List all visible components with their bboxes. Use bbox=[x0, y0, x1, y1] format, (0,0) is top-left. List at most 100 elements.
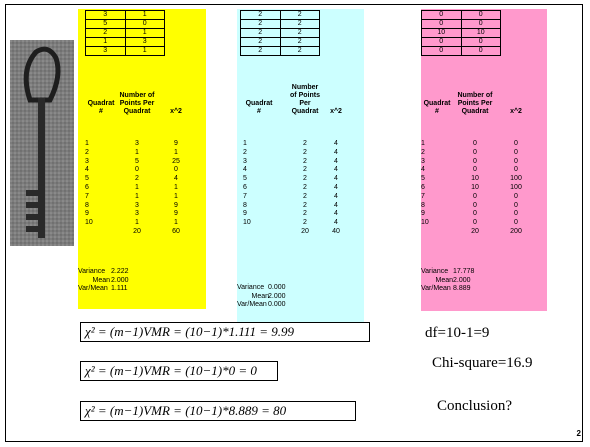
header-quadrat: Quadrat # bbox=[245, 100, 273, 115]
x2-value: 4 bbox=[334, 201, 338, 209]
grid-cell: 2 bbox=[240, 46, 281, 56]
quadrat-number: 1 bbox=[243, 140, 247, 147]
grid-cell: 0 bbox=[460, 10, 501, 20]
quadrat-number: 10 bbox=[85, 219, 93, 227]
grid-cell: 2 bbox=[279, 37, 320, 47]
x2-value: 0 bbox=[514, 210, 518, 218]
quadrat-number: 7 bbox=[85, 192, 89, 200]
x2-value: 1 bbox=[174, 219, 178, 227]
grid-cell: 0 bbox=[421, 37, 462, 47]
points-value: 0 bbox=[473, 210, 477, 218]
quadrat-number: 1 bbox=[85, 140, 89, 147]
x2-value: 0 bbox=[514, 201, 518, 209]
grid-cell: 10 bbox=[421, 28, 462, 38]
points-value: 0 bbox=[473, 148, 477, 156]
panel-pink bbox=[421, 9, 547, 311]
quadrat-number: 5 bbox=[421, 175, 425, 183]
quadrat-number: 2 bbox=[243, 148, 247, 156]
points-value: 2 bbox=[303, 157, 307, 165]
x2-value: 9 bbox=[174, 210, 178, 218]
points-value: 2 bbox=[303, 192, 307, 200]
x2-value: 4 bbox=[334, 192, 338, 200]
points-value: 1 bbox=[135, 219, 139, 227]
formula-cyan: χ² = (m−1)VMR = (10−1)*0 = 0 bbox=[80, 361, 278, 381]
points-value: 0 bbox=[473, 166, 477, 174]
header-x2: x^2 bbox=[330, 108, 342, 115]
grid-cell: 2 bbox=[279, 28, 320, 38]
grid-cell: 5 bbox=[85, 19, 126, 29]
header-points: Number of Points Per Quadrat bbox=[457, 92, 493, 115]
header-quadrat: Quadrat # bbox=[87, 100, 115, 115]
points-value: 2 bbox=[303, 148, 307, 156]
header-quadrat: Quadrat # bbox=[423, 100, 451, 115]
quadrat-number: 5 bbox=[243, 175, 247, 183]
quadrat-number: 9 bbox=[421, 210, 425, 218]
formula-pink: χ² = (m−1)VMR = (10−1)*8.889 = 80 bbox=[80, 401, 356, 421]
quadrat-number: 10 bbox=[243, 219, 251, 227]
x2-value: 0 bbox=[514, 140, 518, 147]
x2-value: 4 bbox=[334, 157, 338, 165]
points-value: 1 bbox=[135, 184, 139, 191]
x2-value: 0 bbox=[514, 157, 518, 165]
stat-label: Var/Mean bbox=[421, 285, 451, 292]
x2-value: 0 bbox=[174, 166, 178, 174]
x2-value: 4 bbox=[334, 140, 338, 147]
stat-value: 8.889 bbox=[453, 285, 471, 292]
header-points: Number of Points Per Quadrat bbox=[290, 84, 320, 115]
points-value: 0 bbox=[473, 140, 477, 147]
grid-cell: 0 bbox=[460, 37, 501, 47]
quadrat-number: 4 bbox=[243, 166, 247, 174]
stat-label: Var/Mean bbox=[78, 285, 108, 292]
conclusion-note: Conclusion? bbox=[437, 398, 512, 414]
quadrat-number: 6 bbox=[421, 184, 425, 191]
quadrat-number: 2 bbox=[421, 148, 425, 156]
points-value: 0 bbox=[473, 192, 477, 200]
quadrat-number: 8 bbox=[421, 201, 425, 209]
grid-cell: 1 bbox=[85, 37, 126, 47]
x2-value: 9 bbox=[174, 201, 178, 209]
points-value: 0 bbox=[473, 219, 477, 227]
grid-cell: 2 bbox=[279, 10, 320, 20]
grid-cell: 0 bbox=[421, 10, 462, 20]
points-value: 0 bbox=[473, 201, 477, 209]
points-value: 5 bbox=[135, 157, 139, 165]
points-value: 2 bbox=[303, 201, 307, 209]
quadrat-number: 8 bbox=[243, 201, 247, 209]
grid-cell: 3 bbox=[85, 46, 126, 56]
header-x2: x^2 bbox=[170, 108, 182, 115]
points-value: 2 bbox=[303, 219, 307, 227]
points-value: 3 bbox=[135, 210, 139, 218]
grid-cell: 1 bbox=[124, 46, 165, 56]
quadrat-number: 7 bbox=[243, 192, 247, 200]
total-points: 20 bbox=[301, 228, 309, 235]
x2-value: 25 bbox=[172, 157, 180, 165]
chi-square-note: Chi-square=16.9 bbox=[432, 355, 533, 371]
points-value: 2 bbox=[303, 140, 307, 147]
x2-value: 4 bbox=[334, 166, 338, 174]
quadrat-number: 9 bbox=[85, 210, 89, 218]
header-points: Number of Points Per Quadrat bbox=[119, 92, 155, 115]
x2-value: 4 bbox=[334, 175, 338, 183]
quadrat-number: 4 bbox=[85, 166, 89, 174]
x2-value: 100 bbox=[510, 175, 522, 183]
grid-cell: 2 bbox=[240, 19, 281, 29]
x2-value: 4 bbox=[334, 184, 338, 191]
points-value: 3 bbox=[135, 201, 139, 209]
points-value: 2 bbox=[303, 210, 307, 218]
x2-value: 100 bbox=[510, 184, 522, 191]
x2-value: 4 bbox=[334, 210, 338, 218]
stat-value: 2.222 bbox=[111, 268, 129, 275]
stat-value: 2.000 bbox=[111, 276, 129, 284]
formula-yellow: χ² = (m−1)VMR = (10−1)*1.111 = 9.99 bbox=[80, 322, 370, 342]
